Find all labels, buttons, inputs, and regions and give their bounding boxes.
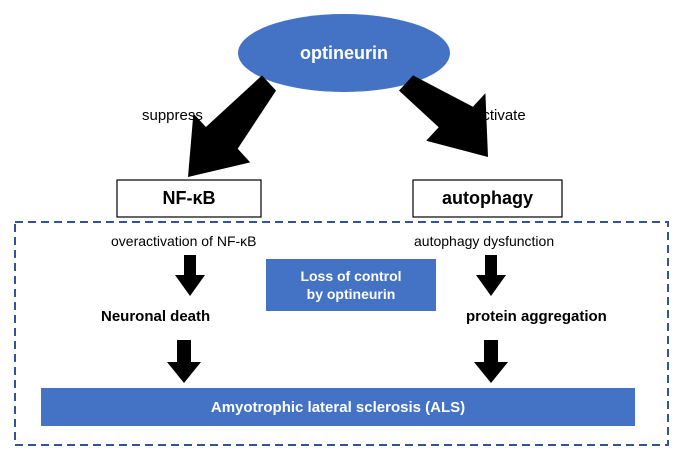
left-down-arrow-2 (167, 340, 201, 383)
left-down-arrow-1 (175, 255, 205, 296)
autophagy-label: autophagy (441, 188, 533, 208)
optineurin-label: optineurin (300, 42, 388, 63)
loss-of-control-line-2: by optineurin (306, 286, 396, 302)
loss-of-control-label: Loss of control by optineurin (266, 259, 436, 311)
loss-of-control-line-1: Loss of control (300, 268, 402, 284)
right-down-arrow-1 (476, 255, 506, 296)
loss-of-control-box (266, 259, 436, 311)
neuronal-death-label: Neuronal death (101, 308, 211, 325)
optineurin-node-shape (238, 14, 450, 92)
autophagy-dysfunction-label: autophagy dysfunction (414, 233, 555, 249)
protein-aggregation-label: protein aggregation (466, 308, 607, 325)
nfkb-box (116, 179, 262, 218)
overactivation-label: overactivation of NF-κB (111, 233, 257, 249)
autophagy-box (412, 179, 563, 218)
activate-label: activate (474, 107, 526, 124)
loss-of-control-region (14, 221, 669, 446)
als-label: Amyotrophic lateral sclerosis (ALS) (210, 398, 466, 416)
suppress-arrow (188, 75, 276, 177)
activate-arrow (399, 75, 488, 157)
als-bar (41, 388, 635, 426)
suppress-label: suppress (142, 107, 203, 124)
right-down-arrow-2 (474, 340, 508, 383)
nfkb-label: NF-κB (162, 188, 216, 208)
